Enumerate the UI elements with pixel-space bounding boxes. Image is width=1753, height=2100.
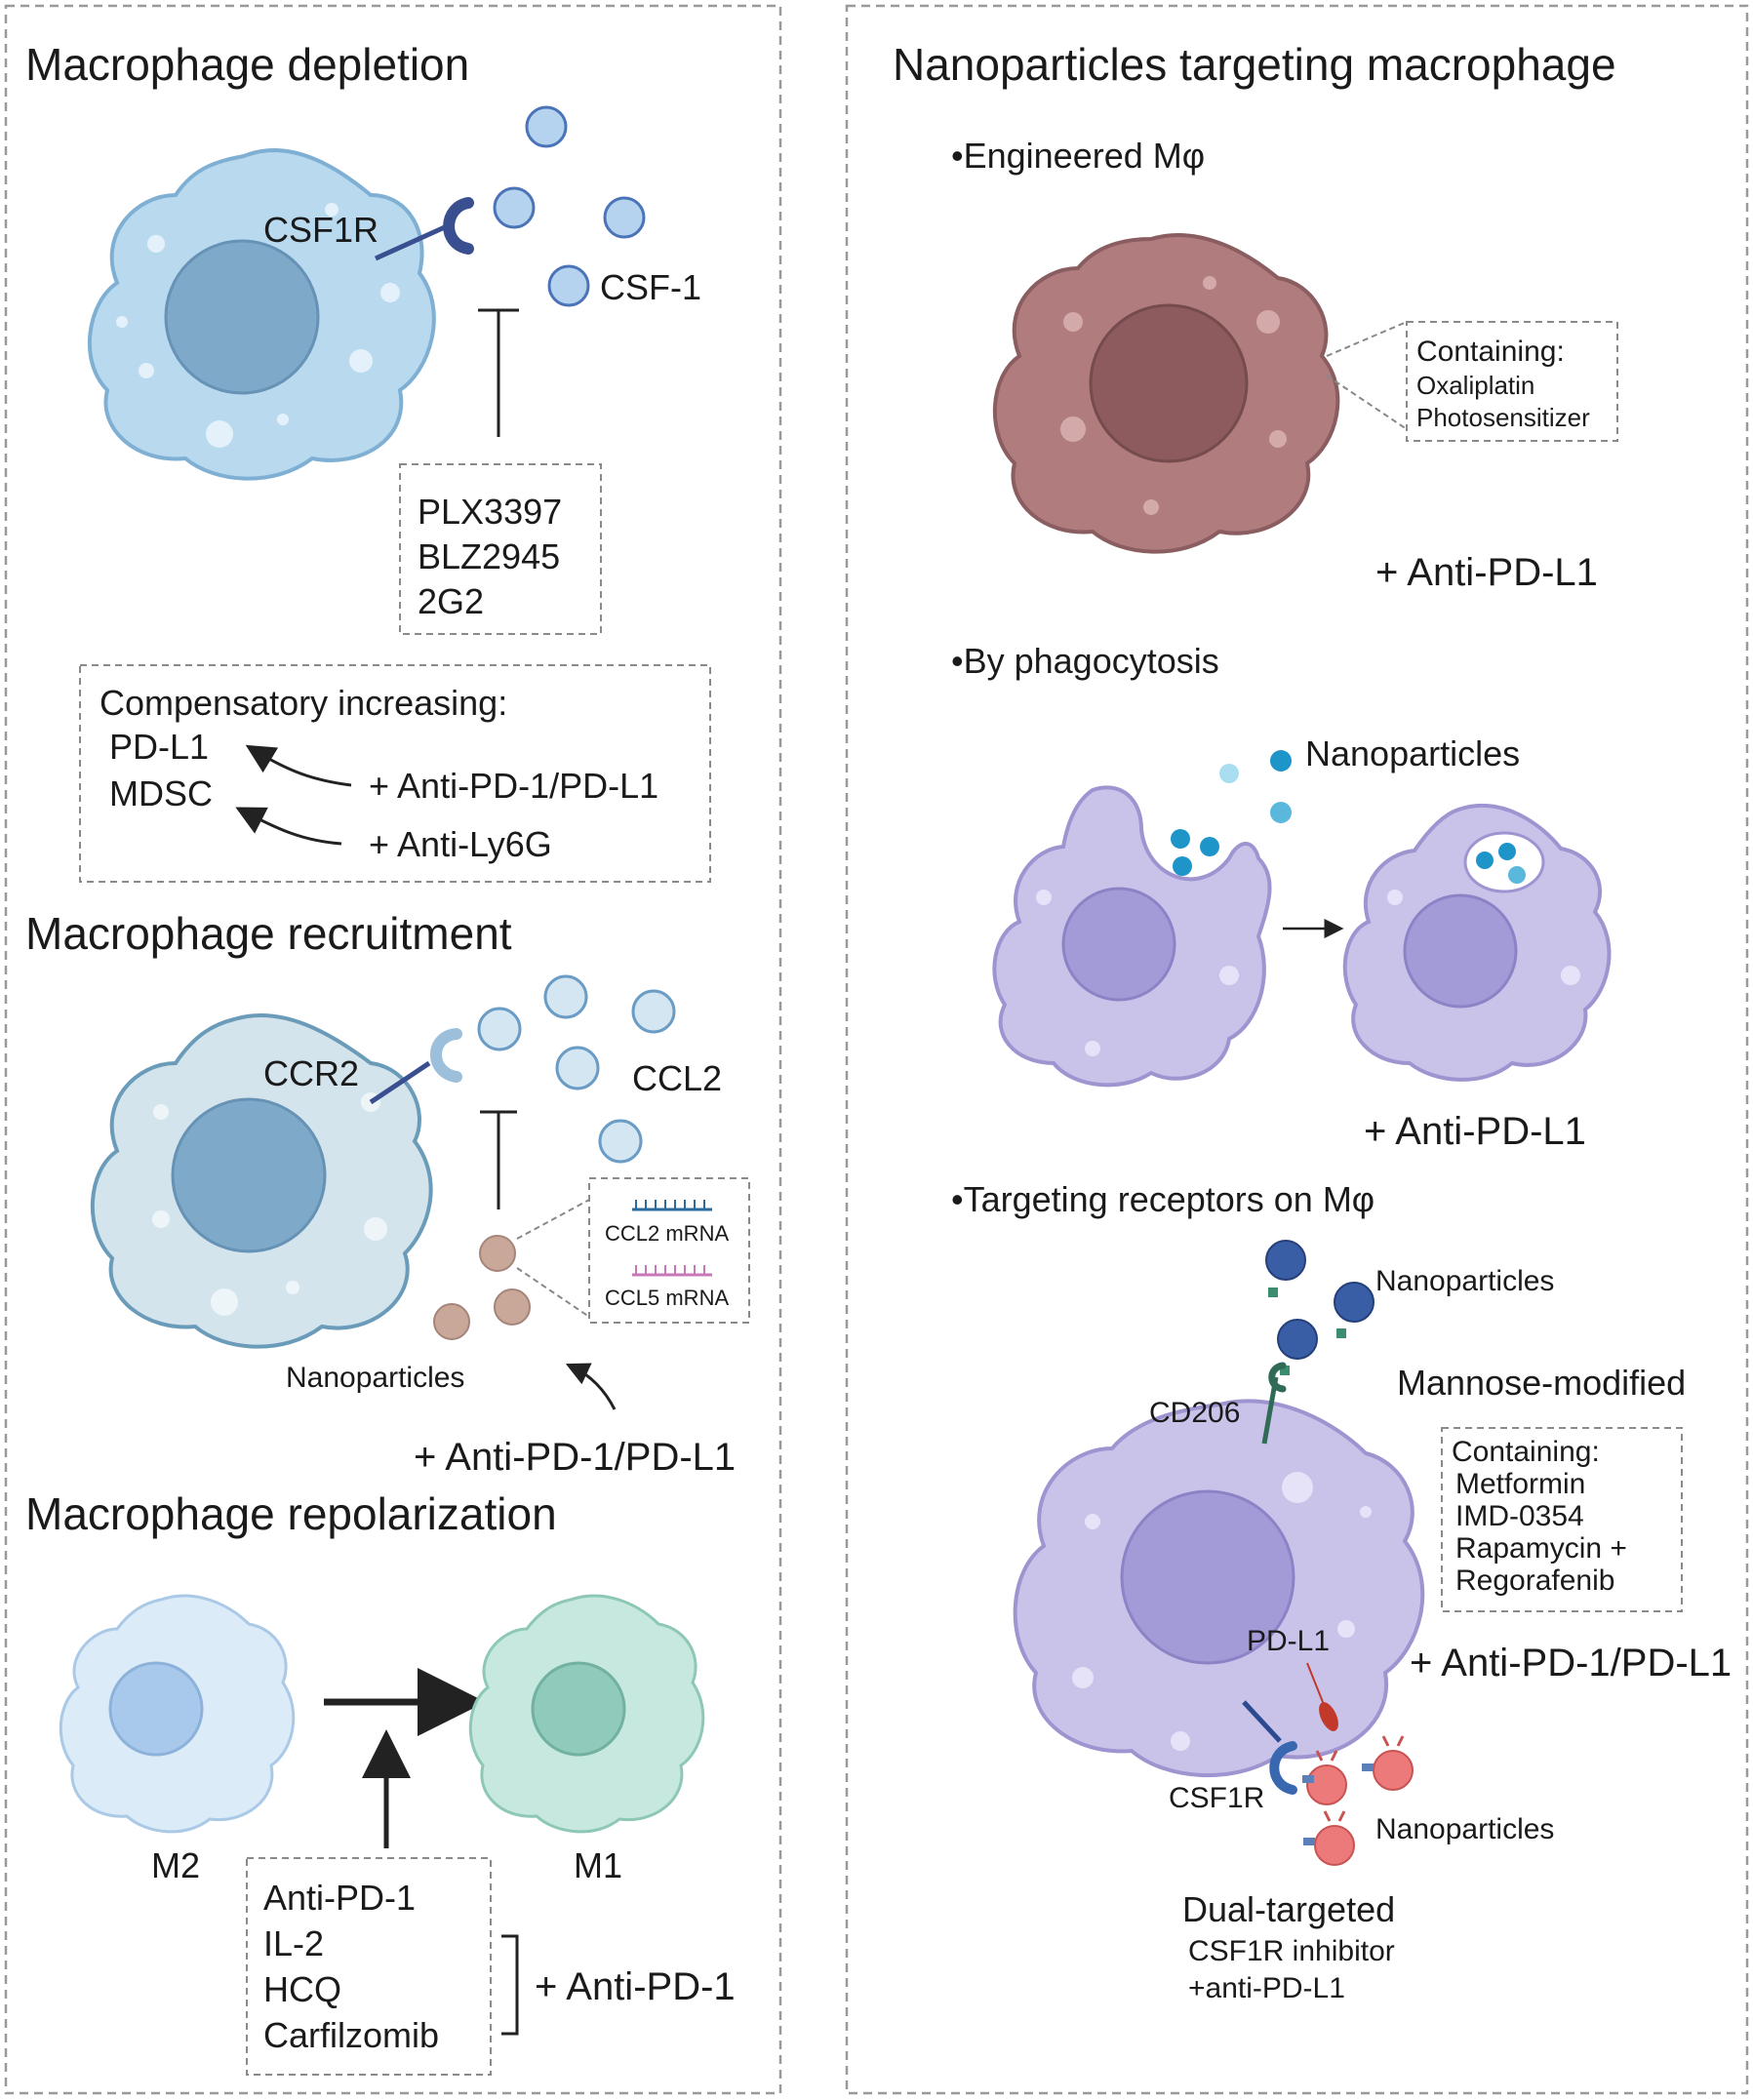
recruitment-macrophage <box>91 1013 433 1349</box>
m2-cell <box>59 1594 296 1834</box>
mannose-label: Mannose-modified <box>1397 1363 1686 1403</box>
ccl5-mrna-label: CCL5 mRNA <box>605 1286 729 1310</box>
phagocytosis-cell-engulfing <box>992 785 1272 1088</box>
repolarization-agent-box <box>246 1857 492 2076</box>
compensatory-item-1: MDSC <box>109 773 213 813</box>
recruitment-nanoparticles <box>433 1235 531 1340</box>
compensatory-heading: Compensatory increasing: <box>100 683 507 723</box>
m1-label: M1 <box>574 1845 622 1885</box>
csf1r-label: CSF1R <box>263 210 378 250</box>
dual-targeted-nanoparticles <box>1302 1735 1414 1866</box>
dual-targeted-line-2: +anti-PD-L1 <box>1188 1972 1345 2004</box>
compensatory-arrow-0 <box>245 744 352 787</box>
ccl2-ligands <box>477 974 676 1164</box>
right-title: Nanoparticles targeting macrophage <box>893 39 1616 90</box>
receptors-nanoparticles-bottom-label: Nanoparticles <box>1375 1813 1554 1845</box>
dual-targeted-line-1: CSF1R inhibitor <box>1188 1935 1395 1967</box>
phagocytosis-cell-internalized <box>1342 804 1612 1082</box>
compensatory-arrow-1 <box>235 807 342 846</box>
receptor-macrophage <box>1013 1399 1425 1778</box>
receptors-containing-4: Regorafenib <box>1455 1565 1614 1597</box>
phagocytosis-combo: + Anti-PD-L1 <box>1364 1110 1586 1153</box>
depletion-title: Macrophage depletion <box>25 39 469 90</box>
agent-3: Carfilzomib <box>263 2015 439 2055</box>
agent-1: IL-2 <box>263 1923 324 1963</box>
cd206-label: CD206 <box>1149 1397 1240 1429</box>
ccl2-mrna-label: CCL2 mRNA <box>605 1221 729 1246</box>
compensatory-combo-1: + Anti-Ly6G <box>369 824 552 864</box>
engineered-combo: + Anti-PD-L1 <box>1375 551 1598 594</box>
compensatory-item-0: PD-L1 <box>109 727 209 767</box>
engineered-macrophage <box>993 233 1340 554</box>
inhibitor-0: PLX3397 <box>418 492 562 532</box>
csf1r-right-icon <box>1269 1741 1297 1795</box>
phagocytosis-nanoparticles-label: Nanoparticles <box>1305 733 1520 773</box>
engineered-callout-bottom <box>1326 375 1408 430</box>
ccl5-mrna-icon <box>632 1265 712 1277</box>
csf1r-right-label: CSF1R <box>1169 1782 1264 1814</box>
csf1r-receptor-stem <box>374 223 449 261</box>
receptors-containing-3: Rapamycin + <box>1455 1532 1627 1565</box>
receptors-containing-1: Metformin <box>1455 1468 1585 1500</box>
inhibitor-1: BLZ2945 <box>418 536 560 576</box>
pdl1-stem <box>1306 1662 1326 1708</box>
receptors-containing-2: IMD-0354 <box>1455 1500 1584 1532</box>
ccr2-label: CCR2 <box>263 1053 359 1093</box>
receptors-nanoparticles-top-label: Nanoparticles <box>1375 1265 1554 1297</box>
inhibitor-2: 2G2 <box>418 581 484 621</box>
receptors-containing-0: Containing: <box>1452 1436 1600 1468</box>
phagocytosis-nanoparticles-free <box>1219 750 1292 823</box>
dual-targeted-heading: Dual-targeted <box>1182 1889 1395 1929</box>
repolarization-combo: + Anti-PD-1 <box>535 1965 736 2008</box>
engineered-containing-0: Containing: <box>1416 336 1565 368</box>
pdl1-label: PD-L1 <box>1247 1625 1330 1657</box>
engineered-callout-top <box>1326 321 1408 357</box>
callout-line-bottom <box>516 1267 590 1318</box>
csf1r-right-stem <box>1242 1700 1282 1743</box>
recruitment-nanoparticles-label: Nanoparticles <box>286 1362 464 1394</box>
csf1r-receptor-icon <box>443 197 474 255</box>
left-panel <box>4 4 782 2095</box>
recruitment-arrow <box>565 1363 617 1410</box>
right-panel <box>845 4 1749 2095</box>
receptors-combo: + Anti-PD-1/PD-L1 <box>1410 1642 1732 1684</box>
depletion-macrophage <box>87 148 436 481</box>
compensatory-box <box>79 664 711 883</box>
pdl1-icon <box>1319 1702 1338 1731</box>
agent-bracket <box>501 1934 519 2036</box>
ccr2-receptor-stem <box>369 1060 431 1105</box>
ccl2-mrna-icon <box>632 1200 712 1211</box>
receptors-heading: •Targeting receptors on Mφ <box>951 1179 1375 1219</box>
csf1-label: CSF-1 <box>600 267 701 307</box>
phagocytosis-heading: •By phagocytosis <box>951 641 1219 681</box>
ccl2-label: CCL2 <box>632 1058 722 1098</box>
recruitment-title: Macrophage recruitment <box>25 908 512 959</box>
callout-line-top <box>516 1199 590 1240</box>
mannose-nanoparticles <box>1265 1240 1375 1375</box>
agent-0: Anti-PD-1 <box>263 1878 416 1918</box>
compensatory-combo-0: + Anti-PD-1/PD-L1 <box>369 766 658 806</box>
engineered-heading: •Engineered Mφ <box>951 136 1205 176</box>
receptors-containing-box <box>1441 1427 1683 1612</box>
repolarization-title: Macrophage repolarization <box>25 1488 557 1539</box>
engineered-containing-box <box>1406 321 1618 442</box>
csf1-ligands <box>493 105 646 307</box>
engineered-containing-2: Photosensitizer <box>1416 403 1590 432</box>
agent-2: HCQ <box>263 1969 341 2009</box>
ccr2-receptor-icon <box>430 1028 462 1083</box>
m2-label: M2 <box>151 1845 200 1885</box>
inhibitor-box <box>399 463 602 635</box>
recruitment-combo: + Anti-PD-1/PD-L1 <box>414 1436 736 1479</box>
engineered-containing-1: Oxaliplatin <box>1416 371 1534 400</box>
m1-cell <box>468 1594 705 1834</box>
cd206-receptor-icon <box>1268 1362 1287 1393</box>
